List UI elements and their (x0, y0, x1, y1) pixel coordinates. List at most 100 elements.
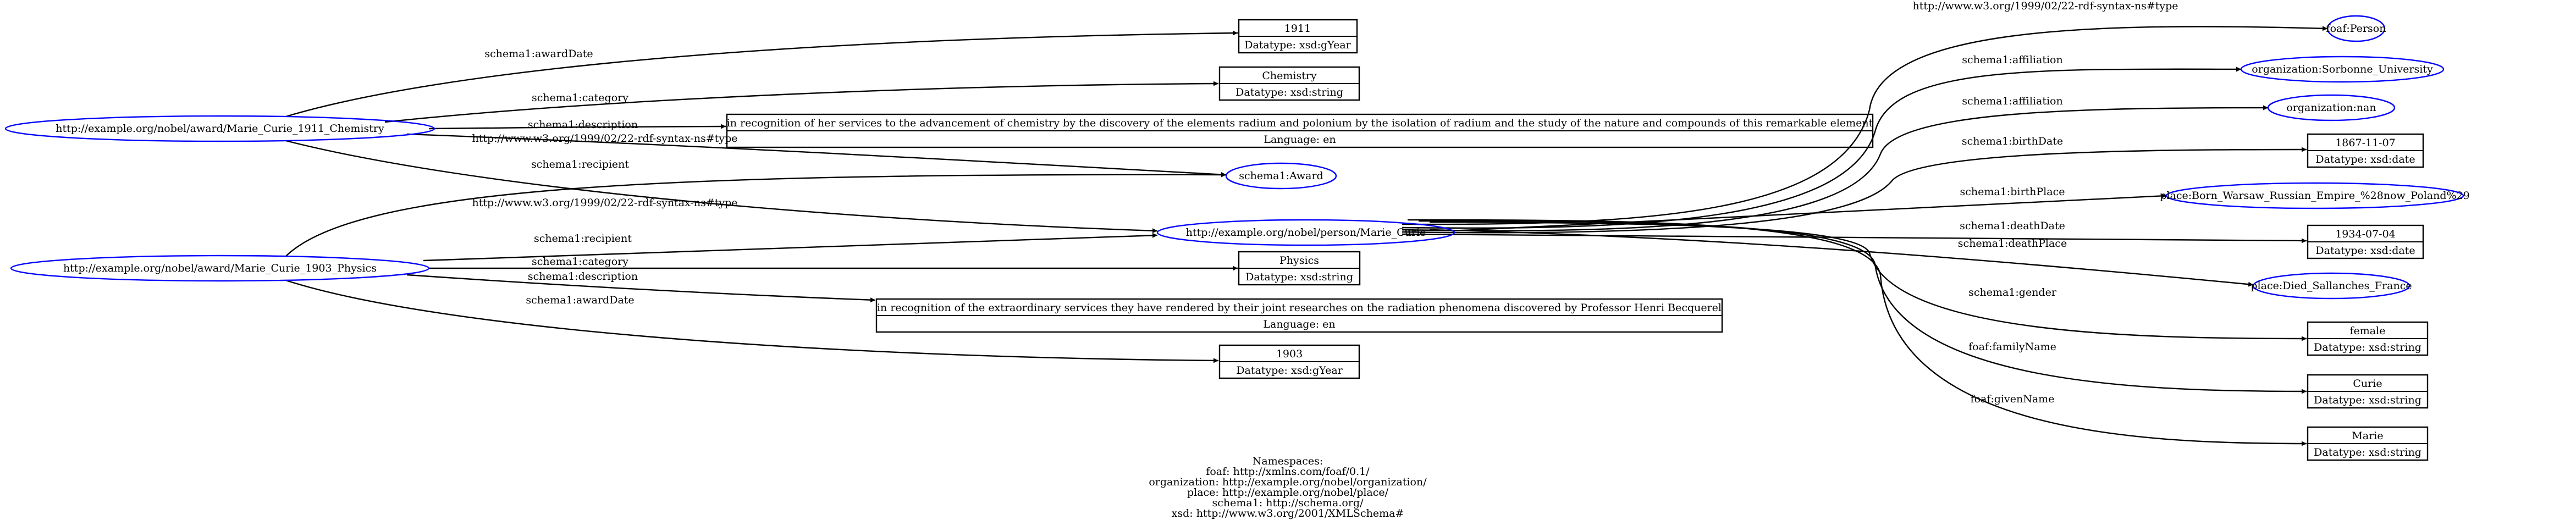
edge-label: schema1:birthDate (1962, 135, 2063, 147)
node-schema-award[interactable]: schema1:Award (1225, 162, 1337, 190)
edges: schema1:awardDate schema1:category schem… (285, 0, 2328, 446)
svg-text:schema1:Award: schema1:Award (1239, 170, 1323, 182)
literal-description-1903[interactable]: in recognition of the extraordinary serv… (875, 298, 1723, 333)
uri-nodes: http://example.org/nobel/award/Marie_Cur… (4, 15, 2470, 300)
edge-curie-affiliation-1[interactable]: schema1:affiliation (1402, 54, 2242, 229)
svg-text:Datatype: xsd:date: Datatype: xsd:date (2315, 245, 2415, 257)
edge-label: http://www.w3.org/1999/02/22-rdf-syntax-… (1912, 0, 2178, 12)
svg-text:Curie: Curie (2353, 378, 2382, 390)
edge-curie-death-place[interactable]: schema1:deathPlace (1429, 229, 2254, 287)
edge-label: schema1:deathDate (1960, 220, 2065, 232)
node-marie-curie[interactable]: http://example.org/nobel/person/Marie_Cu… (1156, 219, 1455, 246)
edge-label: schema1:recipient (534, 233, 632, 245)
edge-label: schema1:gender (1968, 286, 2057, 298)
edge-curie-affiliation-2[interactable]: schema1:affiliation (1402, 95, 2269, 231)
edge-label: schema1:affiliation (1962, 54, 2062, 66)
literal-1903[interactable]: 1903 Datatype: xsd:gYear (1218, 344, 1360, 379)
namespace-line: foaf: http://xmlns.com/foaf/0.1/ (1206, 466, 1370, 478)
literal-1911[interactable]: 1911 Datatype: xsd:gYear (1238, 19, 1358, 54)
edge-label: schema1:affiliation (1962, 95, 2062, 107)
svg-text:organization:nan: organization:nan (2286, 102, 2376, 114)
edge-curie-gender[interactable]: schema1:gender (1429, 221, 2307, 341)
edge-label: schema1:recipient (531, 158, 629, 170)
node-sorbonne[interactable]: organization:Sorbonne_University (2240, 56, 2445, 83)
svg-text:http://example.org/nobel/award: http://example.org/nobel/award/Marie_Cur… (56, 123, 384, 135)
svg-text:foaf:Person: foaf:Person (2326, 23, 2386, 35)
node-org-nan[interactable]: organization:nan (2267, 94, 2396, 121)
edge-label: schema1:description (528, 270, 638, 283)
svg-text:female: female (2350, 325, 2386, 337)
literal-birth-date[interactable]: 1867-11-07 Datatype: xsd:date (2307, 133, 2424, 168)
namespace-line: place: http://example.org/nobel/place/ (1187, 486, 1389, 499)
svg-text:Datatype: xsd:string: Datatype: xsd:string (2314, 446, 2421, 458)
edge-curie-given-name[interactable]: foaf:givenName (1407, 219, 2307, 446)
edge-phys-recipient[interactable]: schema1:recipient (423, 233, 1158, 262)
literal-gender[interactable]: female Datatype: xsd:string (2307, 321, 2429, 356)
edge-label: http://www.w3.org/1999/02/22-rdf-syntax-… (472, 132, 737, 145)
svg-text:1903: 1903 (1276, 348, 1303, 360)
literal-nodes: 1911 Datatype: xsd:gYear Chemistry Datat… (726, 19, 2429, 461)
svg-text:1911: 1911 (1284, 23, 1311, 35)
node-foaf-person[interactable]: foaf:Person (2326, 15, 2386, 42)
node-death-place[interactable]: place:Died_Sallanches_France (2250, 272, 2412, 300)
node-chemistry-award[interactable]: http://example.org/nobel/award/Marie_Cur… (4, 115, 435, 142)
edge-phys-award-date[interactable]: schema1:awardDate (285, 279, 1219, 363)
svg-text:Language: en: Language: en (1263, 318, 1335, 330)
literal-physics[interactable]: Physics Datatype: xsd:string (1238, 251, 1361, 286)
svg-text:1867-11-07: 1867-11-07 (2335, 137, 2396, 149)
edge-chem-description[interactable]: schema1:description (428, 119, 726, 131)
literal-description-1911[interactable]: in recognition of her services to the ad… (726, 113, 1874, 148)
svg-text:in recognition of her services: in recognition of her services to the ad… (727, 117, 1873, 129)
svg-text:1934-07-04: 1934-07-04 (2335, 228, 2396, 240)
namespaces-title: Namespaces: (1252, 455, 1323, 467)
edge-label: schema1:description (528, 119, 638, 131)
node-birth-place[interactable]: place:Born_Warsaw_Russian_Empire_%28now_… (2160, 182, 2470, 209)
edge-label: foaf:familyName (1968, 341, 2056, 353)
svg-text:place:Died_Sallanches_France: place:Died_Sallanches_France (2250, 280, 2412, 292)
edge-phys-category[interactable]: schema1:category (429, 256, 1238, 271)
edge-label: schema1:awardDate (526, 294, 634, 306)
edge-chem-award-date[interactable]: schema1:awardDate (285, 30, 1238, 118)
edge-label: schema1:birthPlace (1960, 186, 2065, 198)
edge-phys-type[interactable]: http://www.w3.org/1999/02/22-rdf-syntax-… (285, 172, 1227, 257)
edge-label: http://www.w3.org/1999/02/22-rdf-syntax-… (472, 197, 737, 209)
edge-label: schema1:deathPlace (1958, 237, 2067, 250)
edge-chem-category[interactable]: schema1:category (384, 81, 1219, 123)
svg-text:http://example.org/nobel/perso: http://example.org/nobel/person/Marie_Cu… (1186, 226, 1426, 239)
svg-text:Marie: Marie (2352, 430, 2383, 442)
edge-label: schema1:category (532, 256, 628, 268)
svg-text:Datatype: xsd:gYear: Datatype: xsd:gYear (1236, 364, 1343, 377)
svg-text:Datatype: xsd:date: Datatype: xsd:date (2315, 153, 2415, 165)
edge-phys-description[interactable]: schema1:description (406, 270, 876, 303)
svg-text:Datatype: xsd:gYear: Datatype: xsd:gYear (1244, 39, 1351, 51)
edge-chem-type[interactable]: http://www.w3.org/1999/02/22-rdf-syntax-… (406, 132, 1227, 178)
literal-death-date[interactable]: 1934-07-04 Datatype: xsd:date (2307, 224, 2424, 259)
svg-text:Datatype: xsd:string: Datatype: xsd:string (1245, 271, 1353, 283)
edge-curie-birth-date[interactable]: schema1:birthDate (1402, 135, 2307, 234)
edge-label: foaf:givenName (1971, 393, 2055, 405)
svg-text:Datatype: xsd:string: Datatype: xsd:string (2314, 341, 2421, 353)
namespaces-legend: Namespaces: foaf: http://xmlns.com/foaf/… (1068, 456, 1508, 519)
literal-family-name[interactable]: Curie Datatype: xsd:string (2307, 374, 2429, 409)
svg-text:Language: en: Language: en (1264, 134, 1336, 146)
edge-curie-birth-place[interactable]: schema1:birthPlace (1451, 186, 2167, 232)
literal-chemistry[interactable]: Chemistry Datatype: xsd:string (1218, 66, 1360, 101)
literal-given-name[interactable]: Marie Datatype: xsd:string (2307, 426, 2429, 461)
svg-text:Chemistry: Chemistry (1262, 70, 1317, 82)
namespace-line: xsd: http://www.w3.org/2001/XMLSchema# (1171, 507, 1404, 519)
edge-chem-recipient[interactable]: schema1:recipient (285, 140, 1158, 234)
svg-text:Physics: Physics (1279, 255, 1319, 267)
namespace-line: organization: http://example.org/nobel/o… (1149, 476, 1427, 488)
svg-text:http://example.org/nobel/award: http://example.org/nobel/award/Marie_Cur… (63, 262, 377, 274)
svg-text:in recognition of the extraord: in recognition of the extraordinary serv… (877, 302, 1722, 314)
svg-text:Datatype: xsd:string: Datatype: xsd:string (2314, 394, 2421, 406)
edge-label: schema1:category (532, 92, 628, 104)
svg-text:organization:Sorbonne_Universi: organization:Sorbonne_University (2252, 63, 2433, 75)
edge-curie-type[interactable]: http://www.w3.org/1999/02/22-rdf-syntax-… (1402, 0, 2328, 225)
namespace-line: schema1: http://schema.org/ (1212, 497, 1364, 509)
svg-text:place:Born_Warsaw_Russian_Empi: place:Born_Warsaw_Russian_Empire_%28now_… (2160, 190, 2470, 202)
svg-text:Datatype: xsd:string: Datatype: xsd:string (1235, 86, 1343, 98)
node-physics-award[interactable]: http://example.org/nobel/award/Marie_Cur… (10, 255, 430, 282)
edge-label: schema1:awardDate (484, 48, 593, 60)
